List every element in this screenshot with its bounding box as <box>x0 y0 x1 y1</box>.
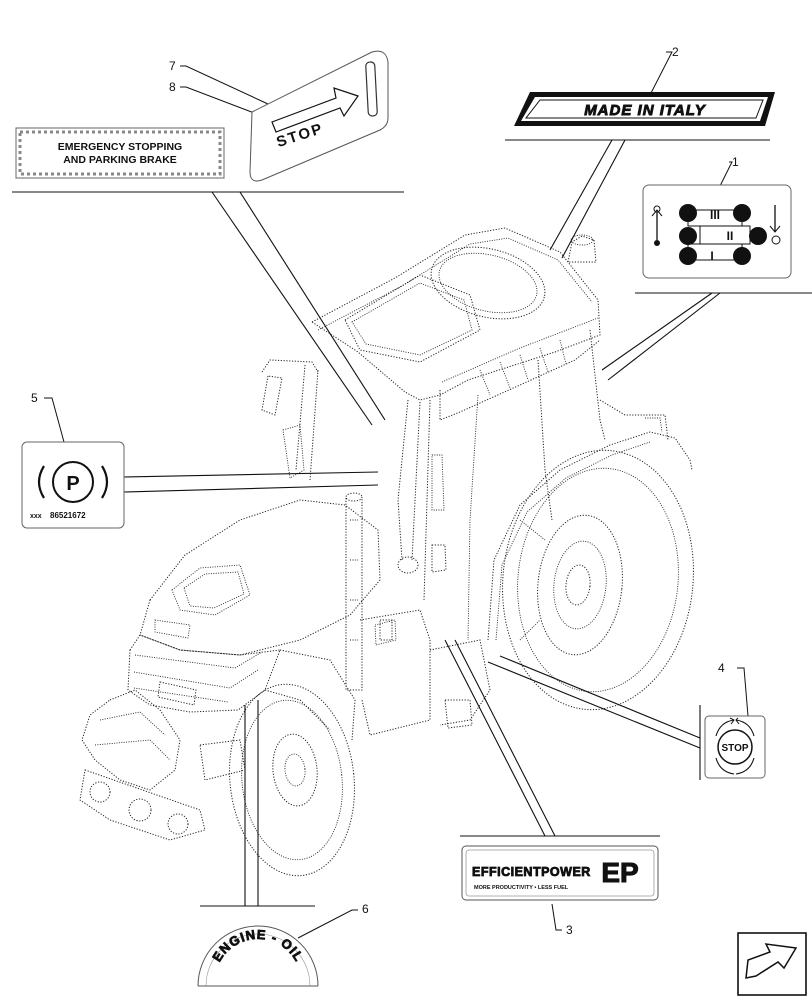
stop-button-decal: STOP <box>704 715 766 779</box>
callout-2: 2 <box>672 45 679 59</box>
engine-oil-decal: ENGINE - OIL <box>197 925 319 987</box>
leader-lines <box>12 51 812 939</box>
callout-3: 3 <box>566 923 573 937</box>
efficient-power-title: EFFICIENTPOWER <box>472 865 591 879</box>
lever-up-icon <box>651 205 663 246</box>
callout-6: 6 <box>362 902 369 916</box>
callout-7: 7 <box>169 59 176 73</box>
parking-brake-part-number: 86521672 <box>50 511 86 520</box>
stop-button-label: STOP <box>721 743 748 754</box>
made-in-italy-label: MADE IN ITALY <box>584 102 707 119</box>
gear-range-decal: III II I <box>642 184 792 279</box>
efficient-power-decal: EFFICIENTPOWER EP MORE PRODUCTIVITY • LE… <box>461 845 659 901</box>
emergency-line1: EMERGENCY STOPPING <box>58 141 182 153</box>
emergency-brake-decal: EMERGENCY STOPPING AND PARKING BRAKE <box>15 127 225 179</box>
callout-4: 4 <box>718 661 725 675</box>
efficient-power-logo: EP <box>601 857 638 888</box>
lever-down-icon <box>769 205 781 245</box>
parking-brake-symbol: P <box>66 473 79 495</box>
gear-roman-1: I <box>710 249 713 263</box>
emergency-line2: AND PARKING BRAKE <box>63 154 177 166</box>
callout-8: 8 <box>169 80 176 94</box>
efficient-power-tagline: MORE PRODUCTIVITY • LESS FUEL <box>474 885 569 891</box>
parking-brake-prefix: xxx <box>30 513 42 520</box>
stop-lever-decal: STOP <box>249 50 389 182</box>
arrow-right-icon <box>271 87 359 133</box>
parking-brake-decal: P xxx 86521672 <box>21 441 125 529</box>
brake-arc-left-icon <box>37 465 45 499</box>
made-in-italy-decal: MADE IN ITALY <box>514 92 775 126</box>
brake-arc-right-icon <box>101 465 109 499</box>
callout-numbers: 1 2 3 4 5 6 7 8 <box>31 45 739 937</box>
callout-1: 1 <box>732 155 739 169</box>
gear-roman-3: III <box>710 208 720 222</box>
engine-oil-label: ENGINE - OIL <box>209 927 307 965</box>
callout-5: 5 <box>31 391 38 405</box>
gear-roman-2: II <box>727 229 734 243</box>
tractor-illustration <box>79 227 694 877</box>
rotate-arrows-icon <box>715 719 755 775</box>
next-page-arrow-icon[interactable] <box>737 932 807 996</box>
parking-brake-icon <box>52 461 94 503</box>
